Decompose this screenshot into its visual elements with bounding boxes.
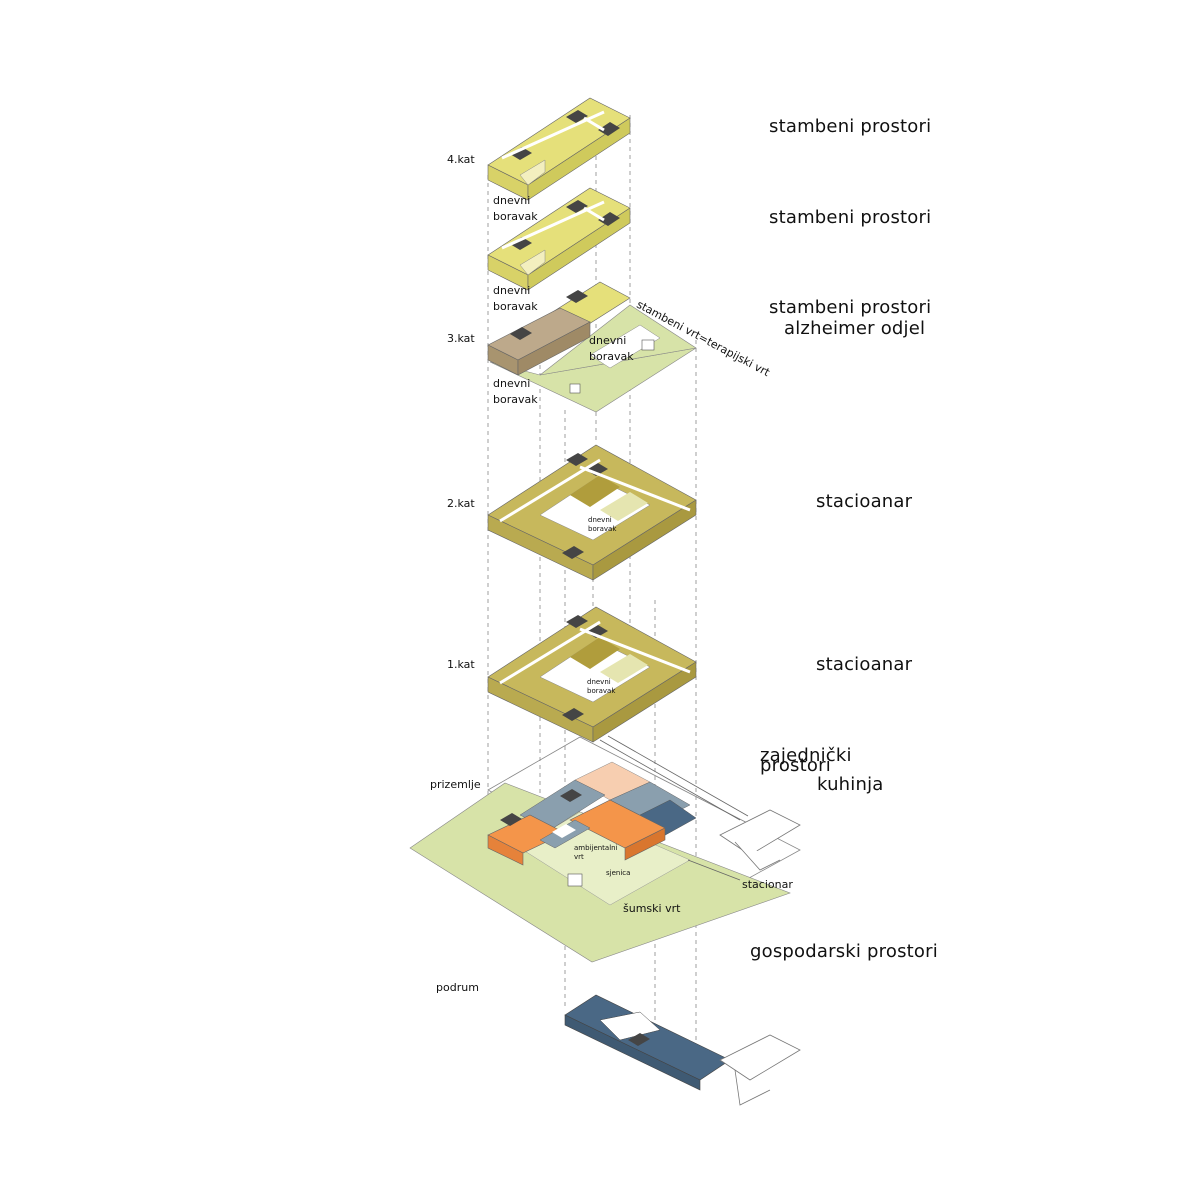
floor-label-1: 1.kat — [447, 658, 475, 671]
annotation-sjenica: sjenica — [606, 869, 631, 877]
annotation-dnevni-boravak-1: dnevni boravak — [587, 678, 616, 696]
function-label-stambeni-2: stambeni prostori — [769, 207, 932, 228]
floor-label-podrum: podrum — [436, 981, 479, 994]
function-label-stacioanar-1: stacioanar — [816, 654, 913, 675]
floor-2-ring — [487, 444, 697, 581]
function-label-prostori: prostori — [760, 755, 831, 776]
function-label-gospodarski: gospodarski prostori — [750, 941, 938, 962]
floor-label-2: 2.kat — [447, 497, 475, 510]
function-label-kuhinja: kuhinja — [817, 774, 884, 795]
floor-1-ring — [487, 606, 697, 743]
annotation-stacionar: stacionar — [742, 878, 793, 891]
function-label-zajednicki: zajednički — [760, 745, 852, 766]
floor-label-prizemlje: prizemlje — [430, 778, 481, 791]
floor-label-4: 4.kat — [447, 153, 475, 166]
ground-ramp — [719, 809, 801, 871]
annotation-dnevni-boravak-3a: dnevni boravak — [493, 284, 538, 313]
floor-residential-middle-block — [487, 187, 631, 291]
floor-label-3: 3.kat — [447, 332, 475, 345]
floor-3-block — [487, 281, 697, 413]
annotation-dnevni-boravak-2: dnevni boravak — [588, 516, 617, 534]
annotation-dnevni-boravak-3b: dnevni boravak — [589, 334, 634, 363]
function-label-stambeni-3: stambeni prostori — [769, 297, 932, 318]
annotation-dnevni-boravak-3c: dnevni boravak — [493, 377, 538, 406]
connector-lines — [599, 735, 749, 881]
function-label-alzheimer: alzheimer odjel — [784, 318, 926, 339]
annotation-dnevni-boravak-4: dnevni boravak — [493, 194, 538, 223]
function-label-stambeni-1: stambeni prostori — [769, 116, 932, 137]
ground-floor-block — [409, 761, 791, 963]
annotation-ambijentalni-vrt: ambijentalni vrt — [574, 844, 618, 862]
floor-4-block — [487, 97, 631, 201]
annotation-sumski-vrt: šumski vrt — [623, 902, 681, 915]
basement-block — [564, 994, 801, 1106]
function-label-stacioanar-2: stacioanar — [816, 491, 913, 512]
